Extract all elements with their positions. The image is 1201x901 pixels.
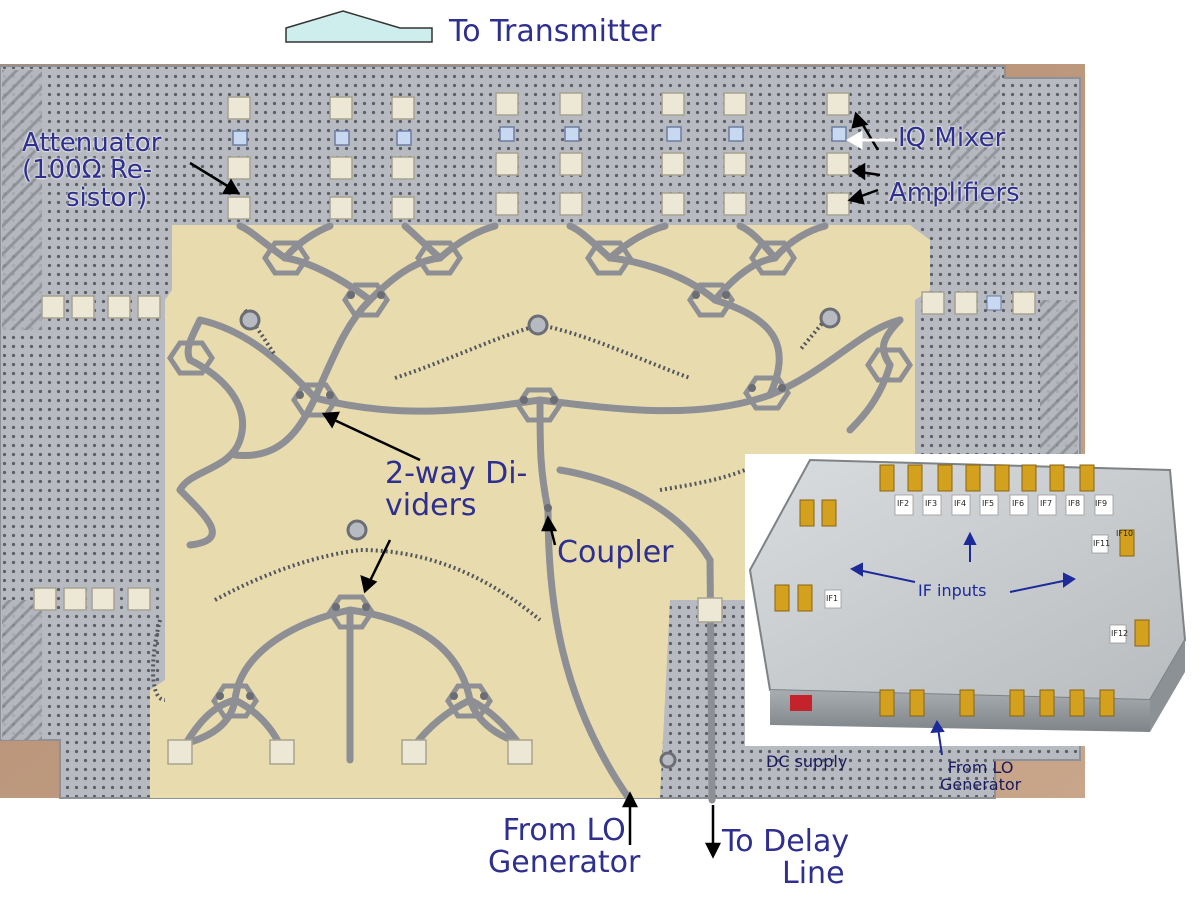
via-arcs [151,308,827,702]
annotation-arrows [189,111,881,859]
to-delay-line2: Line [782,855,845,891]
if-port-tag: IF7 [1040,499,1053,508]
if-port-tag: IF5 [982,499,995,508]
top-components [227,92,850,220]
if-port-tag: IF2 [897,499,910,508]
to-delay-line1: To Delay [722,824,850,859]
if-inputs-label: IF inputs [918,581,987,600]
right-ground-hatch [1040,300,1078,460]
resistor-blobs [216,291,786,700]
if-port-tag: IF12 [1111,629,1129,638]
dc-supply-label: DC supply [766,752,848,771]
inset-from-lo-label: From LO Generator [940,758,1022,794]
right-components [921,291,1036,315]
if-port-tag: IF11 [1093,539,1111,548]
inset-from-lo-line2: Generator [940,774,1022,794]
iq-mixer-arrow [846,130,895,150]
if-port-tag: IF4 [954,499,967,508]
attenuator-label-line2: (100Ω Re- [22,155,153,186]
transmitter-arrow-icon [285,10,433,43]
from-lo-line2: Generator [488,844,641,880]
inset-enclosure-photo [745,454,1201,756]
if-port-tag: IF8 [1068,499,1081,508]
if-port-tag: IF10 [1116,529,1134,538]
if-port-tag: IF1 [826,594,839,603]
two-way-dividers-line2: viders [385,487,477,523]
top-ground-hatch [950,70,1000,210]
amplifiers-label: Amplifiers [889,178,1020,208]
bottom-components [167,597,723,765]
left-ground-hatch-lower [2,600,42,740]
to-transmitter-label: To Transmitter [449,14,662,49]
attenuator-label-line3: sistor) [66,182,148,213]
divider-traces [176,222,904,804]
substrate [150,225,930,798]
to-delay-line-label: To Delay Line [722,826,849,889]
iq-mixer-label: IQ Mixer [898,123,1006,153]
if-port-tag: IF6 [1012,499,1025,508]
left-components [33,295,161,611]
two-way-dividers-label: 2-way Di- viders [385,458,527,521]
from-lo-generator-label: From LO Generator [488,815,640,878]
if-port-tag: IF9 [1095,499,1108,508]
inset-from-lo-line1: From LO [947,758,1014,777]
left-ground-hatch [2,70,42,330]
two-way-dividers-line1: 2-way Di- [385,456,528,491]
from-lo-line1: From LO [502,813,626,848]
if-port-tag: IF3 [925,499,938,508]
attenuator-label-line1: Attenuator [22,128,162,158]
ring-pads [239,307,841,769]
coupler-label: Coupler [557,535,674,570]
attenuator-label: Attenuator (100Ω Re- sistor) [22,128,162,213]
